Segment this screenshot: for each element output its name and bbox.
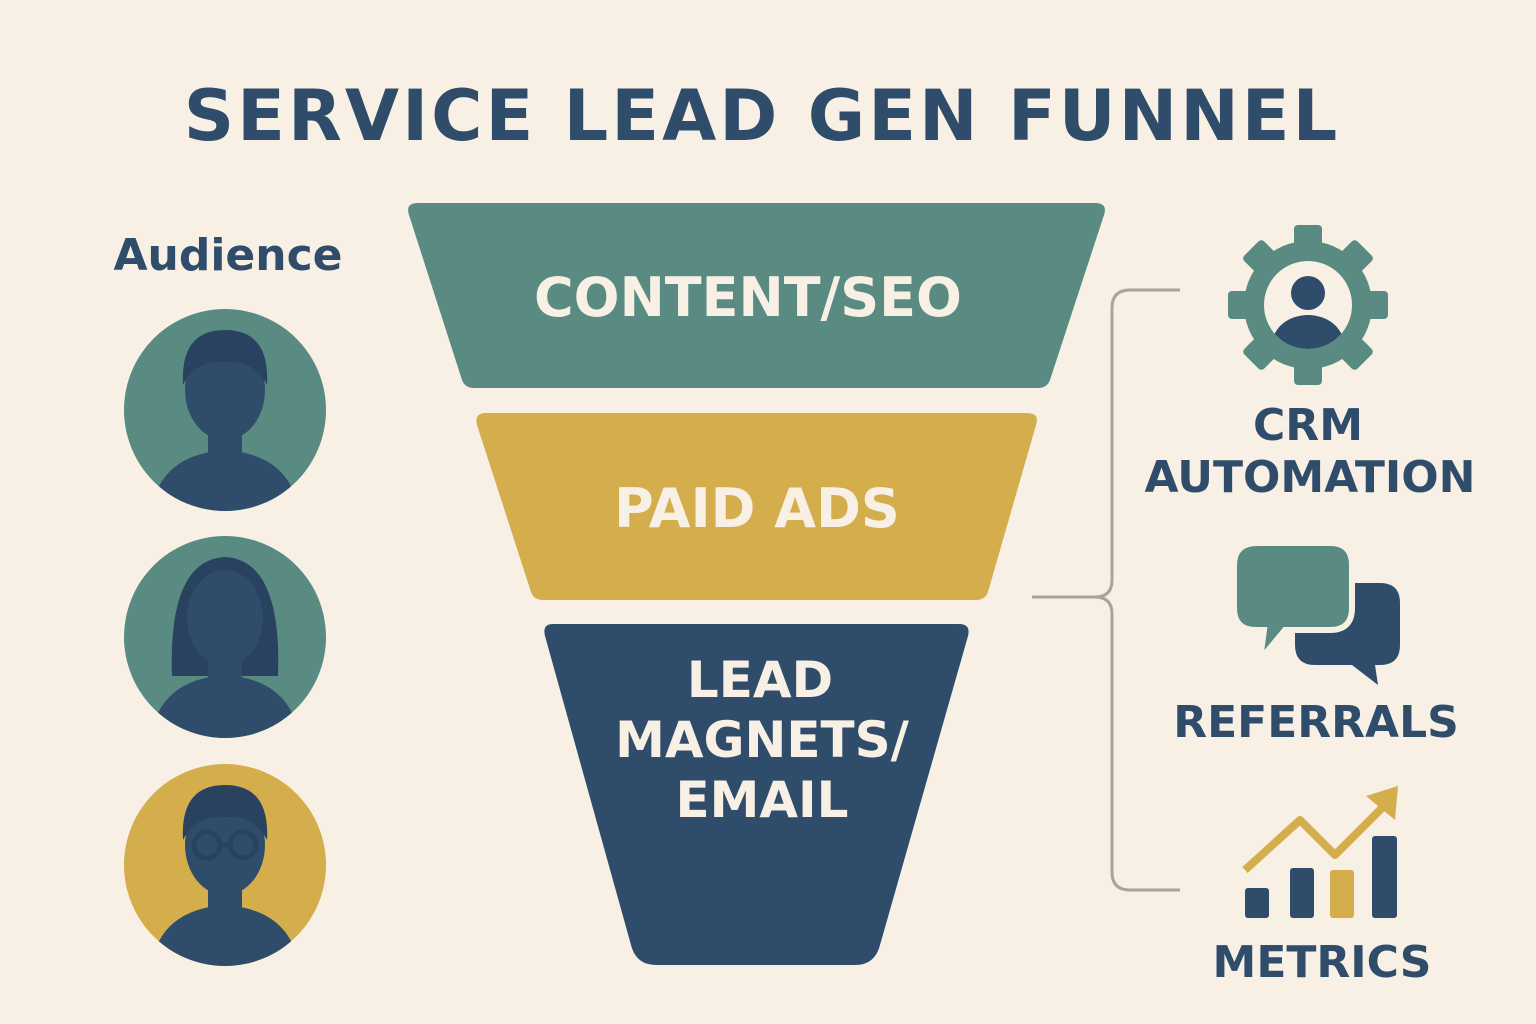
avatar-3 [124,764,326,966]
audience-label: Audience [113,230,342,281]
avatar-2 [124,536,326,738]
gear-person-icon [1228,225,1388,385]
page-title: SERVICE LEAD GEN FUNNEL [184,75,1340,157]
stage-label: EMAIL [675,771,848,829]
crm-label: AUTOMATION [1145,452,1476,503]
stage-label: PAID ADS [614,477,900,540]
chat-bubbles-icon [1231,540,1400,685]
crm-label: CRM [1253,400,1363,451]
avatar-1 [124,309,326,511]
funnel-stage-paid-ads: PAID ADS [476,413,1037,600]
bracket-connector [1032,288,1180,892]
stage-label: MAGNETS/ [615,711,910,769]
metrics-label: METRICS [1213,937,1432,988]
bar-chart-trend-icon [1242,786,1398,918]
stage-label: LEAD [687,651,833,709]
funnel-stage-lead-magnets-email: LEAD MAGNETS/ EMAIL [544,624,969,965]
funnel-stage-content-seo: CONTENT/SEO [408,203,1105,388]
referrals-label: REFERRALS [1173,697,1459,748]
stage-label: CONTENT/SEO [534,266,962,329]
